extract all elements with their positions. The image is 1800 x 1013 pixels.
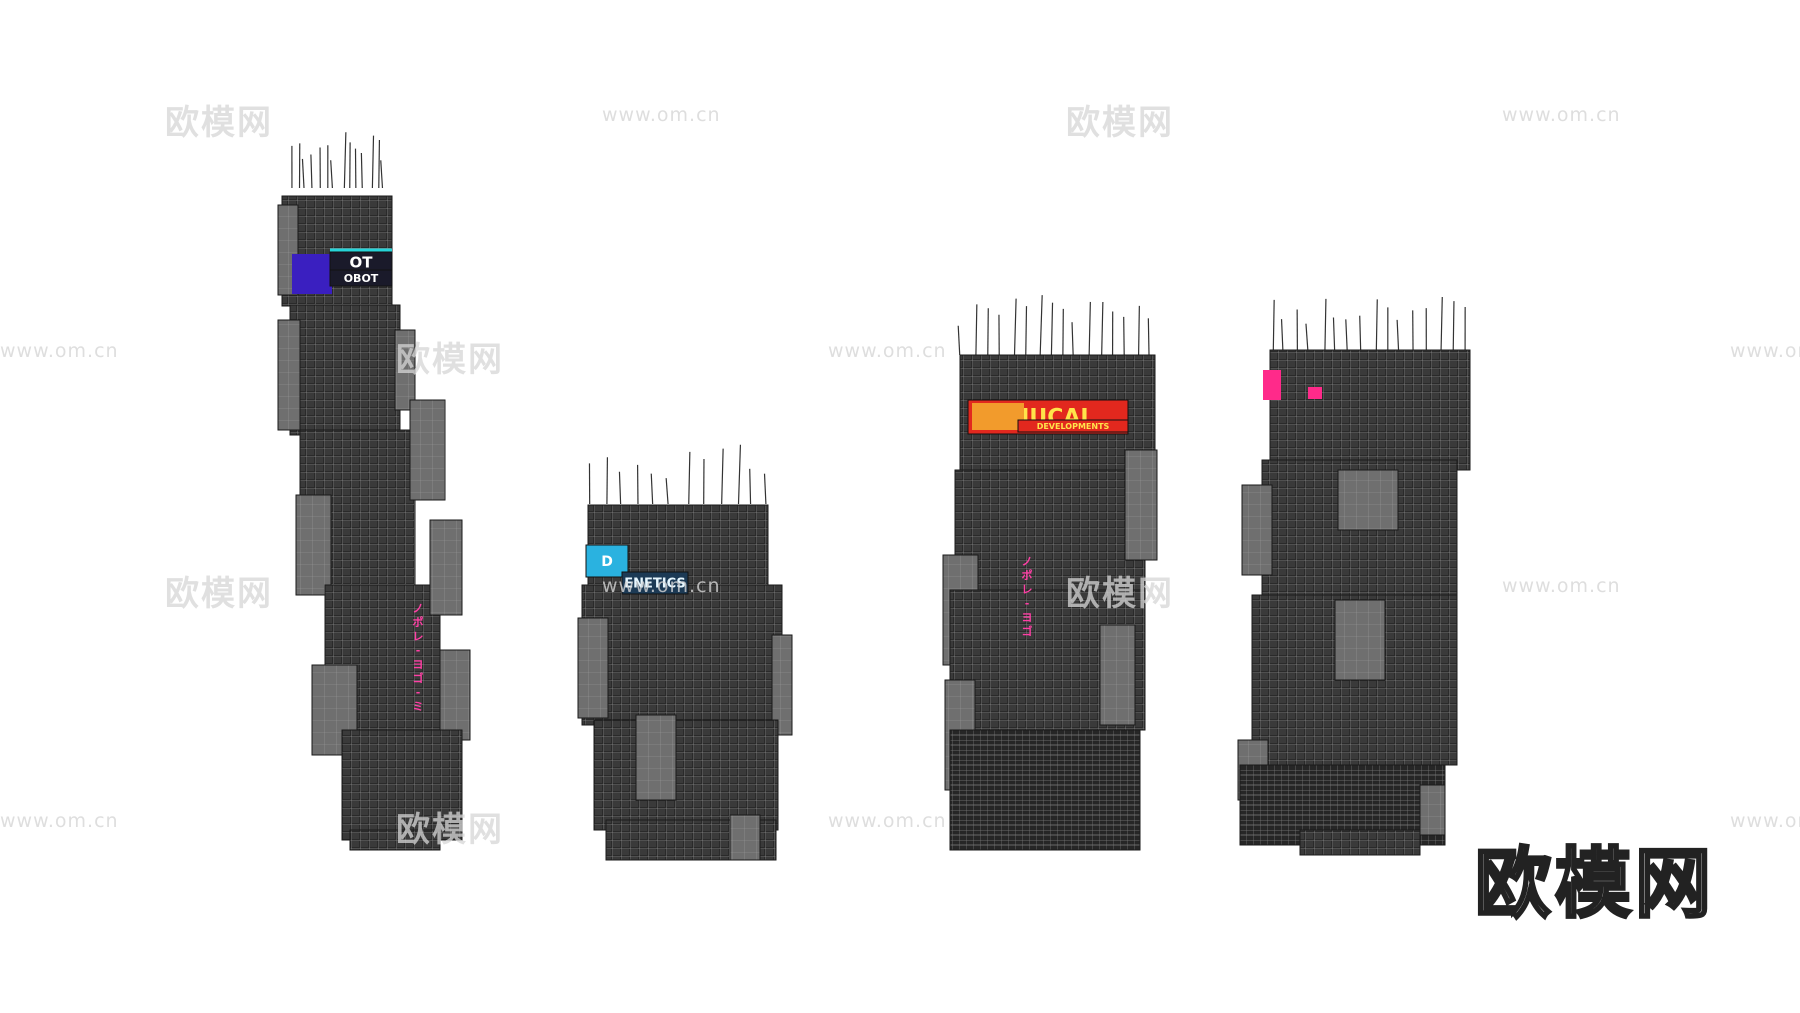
facade-block bbox=[581, 584, 783, 726]
facade-block bbox=[1299, 829, 1421, 856]
brand-logo: 欧模网 bbox=[1474, 838, 1715, 930]
antenna bbox=[975, 304, 978, 356]
vertical-neon-sign: レ bbox=[413, 630, 424, 643]
facade-block bbox=[577, 617, 609, 719]
facade-block bbox=[729, 814, 761, 861]
vertical-neon-sign: ポ bbox=[1022, 568, 1033, 582]
sign-d-panel bbox=[585, 544, 629, 578]
vertical-neon-sign: - bbox=[1025, 597, 1030, 610]
antenna bbox=[1359, 315, 1362, 351]
mucai-logo-mark bbox=[972, 403, 1024, 430]
antenna bbox=[749, 468, 752, 505]
facade-block bbox=[954, 469, 1146, 591]
vertical-neon-sign: ゴ bbox=[413, 671, 424, 685]
antenna bbox=[310, 154, 313, 189]
facade-block bbox=[439, 649, 471, 741]
antenna bbox=[1050, 302, 1054, 356]
antenna bbox=[1147, 318, 1150, 356]
facade-block bbox=[429, 519, 463, 616]
facade-block bbox=[593, 719, 779, 831]
sign-developments-panel bbox=[1017, 419, 1129, 433]
facade-block bbox=[295, 494, 332, 596]
antenna bbox=[1452, 301, 1455, 351]
antenna bbox=[1071, 322, 1074, 356]
antenna bbox=[618, 471, 622, 505]
antenna bbox=[1440, 296, 1443, 351]
pink-neon-tag bbox=[1308, 387, 1322, 399]
antenna bbox=[1101, 301, 1104, 356]
vertical-neon-sign: - bbox=[416, 644, 421, 657]
vertical-neon-sign: ヨ bbox=[1022, 611, 1033, 624]
vertical-neon-sign: ヨ bbox=[413, 658, 424, 671]
antenna bbox=[721, 448, 724, 505]
antenna bbox=[1396, 319, 1400, 351]
vertical-neon-sign: ゴ bbox=[1022, 624, 1033, 638]
antenna bbox=[1025, 306, 1028, 356]
vertical-neon-sign: ミ bbox=[413, 700, 424, 713]
facade-block bbox=[771, 634, 793, 736]
facade-block bbox=[289, 304, 401, 436]
antenna bbox=[1272, 299, 1275, 351]
sign-enetics-panel bbox=[621, 571, 689, 595]
facade-block bbox=[349, 829, 441, 851]
facade-block bbox=[1269, 349, 1471, 471]
antenna bbox=[1088, 301, 1091, 356]
antenna bbox=[1332, 317, 1336, 351]
antenna bbox=[371, 135, 375, 189]
antenna bbox=[1375, 299, 1378, 351]
vertical-neon-sign: レ bbox=[1022, 583, 1033, 596]
antenna bbox=[688, 451, 691, 505]
vertical-neon-sign: - bbox=[416, 686, 421, 699]
antenna bbox=[360, 153, 363, 189]
facade-block bbox=[409, 399, 446, 501]
facade-block bbox=[394, 329, 416, 411]
antenna bbox=[763, 473, 767, 505]
sign-developments: DEVELOPMENTS bbox=[1037, 422, 1110, 431]
antenna bbox=[1305, 323, 1309, 351]
facade-block bbox=[949, 729, 1141, 851]
facade-block bbox=[1099, 624, 1136, 726]
vertical-neon-sign: ノ bbox=[413, 602, 424, 615]
sign-obot: OBOT bbox=[344, 272, 379, 285]
facade-block bbox=[1124, 449, 1158, 561]
antenna bbox=[665, 478, 669, 505]
antenna bbox=[1345, 319, 1348, 351]
antenna bbox=[378, 139, 381, 189]
antenna bbox=[737, 444, 742, 505]
vertical-neon-sign: ノ bbox=[1022, 555, 1033, 568]
facade-block bbox=[1419, 784, 1446, 836]
facade-block bbox=[635, 714, 677, 801]
sign-ot: OT bbox=[350, 253, 374, 271]
facade-block bbox=[1337, 469, 1399, 531]
facade-block bbox=[1334, 599, 1386, 681]
facade-block bbox=[341, 729, 463, 841]
tower-4 bbox=[1237, 296, 1471, 856]
vertical-neon-sign: ポ bbox=[413, 615, 424, 629]
ot-obot-accent-panel bbox=[292, 254, 332, 294]
antenna bbox=[380, 160, 384, 189]
antenna bbox=[1137, 305, 1140, 356]
sign-enetics: ENETICS bbox=[624, 577, 686, 592]
antenna bbox=[1280, 319, 1284, 351]
antenna bbox=[330, 160, 333, 189]
pink-neon-panel bbox=[1263, 370, 1281, 400]
antenna bbox=[1324, 298, 1327, 351]
antenna bbox=[343, 132, 347, 189]
antenna bbox=[301, 158, 305, 189]
antenna bbox=[1039, 295, 1043, 356]
facade-block bbox=[277, 319, 301, 431]
antenna bbox=[1013, 298, 1017, 356]
tower-2: D ENETICS bbox=[577, 444, 793, 861]
facade-block bbox=[1241, 484, 1273, 576]
sign-d: D bbox=[601, 554, 613, 570]
antenna bbox=[650, 473, 654, 505]
antenna bbox=[957, 325, 961, 356]
sign-obot-panel bbox=[329, 269, 393, 287]
